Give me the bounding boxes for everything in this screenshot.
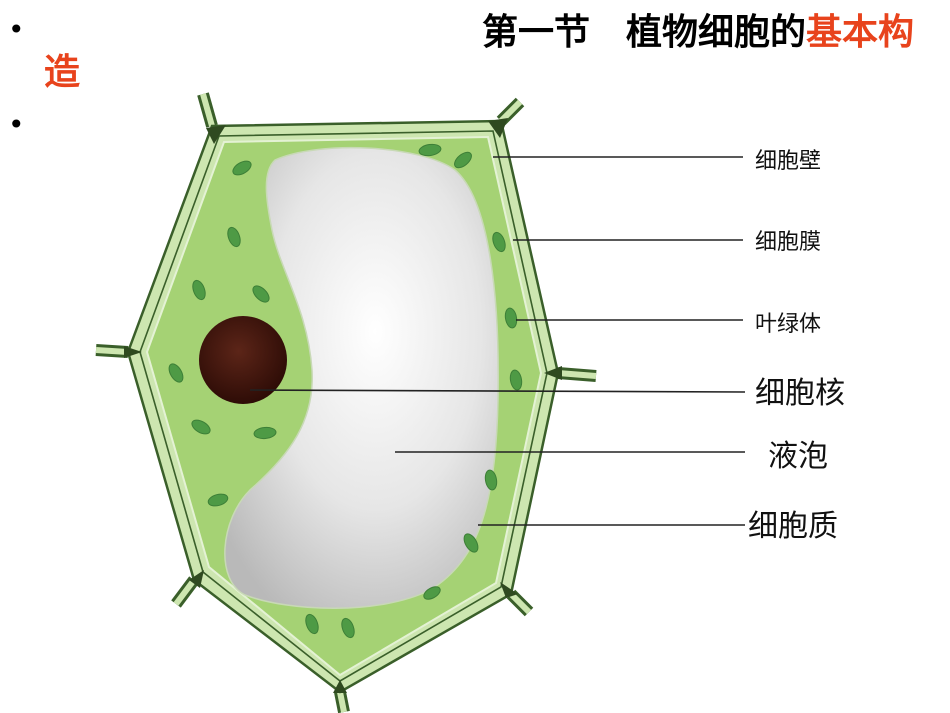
junction-bottom-left — [189, 570, 204, 588]
vacuole — [224, 146, 499, 609]
chloroplast — [504, 307, 518, 329]
wall-junctions — [124, 118, 562, 693]
bullet-1: • — [8, 13, 25, 46]
label-vacuole: 液泡 — [768, 439, 828, 474]
label-chloroplast: 叶绿体 — [755, 312, 821, 337]
junction-top-right — [488, 118, 508, 138]
wall-extension-fill — [557, 370, 597, 379]
chloroplast — [207, 493, 229, 507]
chloroplast — [341, 617, 355, 639]
title-text-black: 第一节 植物细胞的 — [482, 11, 807, 53]
label-nucleus: 细胞核 — [755, 376, 845, 411]
title-text-red: 基本构 — [806, 11, 915, 53]
wall-extension-fill — [498, 99, 523, 124]
leader-lines — [249, 156, 746, 526]
chloroplast — [252, 285, 270, 303]
chloroplasts — [168, 143, 523, 639]
title-text-red-wrap: 造 — [44, 51, 81, 93]
label-cytoplasm: 细胞质 — [748, 509, 838, 544]
neighbor-walls — [95, 92, 597, 713]
wall-extension-fill — [173, 578, 197, 606]
chloroplast — [463, 533, 479, 553]
chloroplast — [232, 160, 252, 176]
chloroplast — [423, 586, 441, 600]
junction-bottom — [333, 680, 347, 693]
chloroplast — [418, 143, 442, 157]
wall-extension-fill — [200, 93, 215, 127]
chloroplast — [509, 369, 523, 391]
chloroplast — [168, 363, 184, 383]
bullet-2: • — [8, 108, 25, 141]
junction-right — [544, 366, 562, 380]
slide-title: 第一节 植物细胞的基本构 — [482, 10, 914, 54]
wall-extension-fill — [508, 591, 532, 615]
chloroplast — [454, 151, 472, 169]
label-cell-membrane: 细胞膜 — [755, 230, 821, 255]
junction-left — [124, 346, 142, 358]
chloroplast — [492, 231, 506, 253]
junction-bottom-right — [500, 582, 518, 598]
junction-top-left — [206, 125, 226, 144]
nucleus — [199, 316, 287, 404]
slide-title-continued: 造 — [44, 50, 80, 94]
leader-line-nucleus — [249, 389, 746, 393]
chloroplast — [305, 613, 319, 635]
diagram-labels: 细胞壁 细胞膜 叶绿体 细胞核 液泡 细胞质 — [748, 149, 845, 544]
label-cell-wall: 细胞壁 — [755, 149, 821, 174]
chloroplast — [192, 279, 206, 301]
chloroplast — [191, 419, 211, 435]
chloroplast — [227, 226, 241, 248]
wall-extension-fill — [95, 347, 129, 355]
chloroplast — [253, 426, 277, 440]
wall-extension-fill — [337, 691, 347, 713]
chloroplast — [484, 469, 498, 491]
cell-wall-inner-edge — [139, 130, 548, 682]
